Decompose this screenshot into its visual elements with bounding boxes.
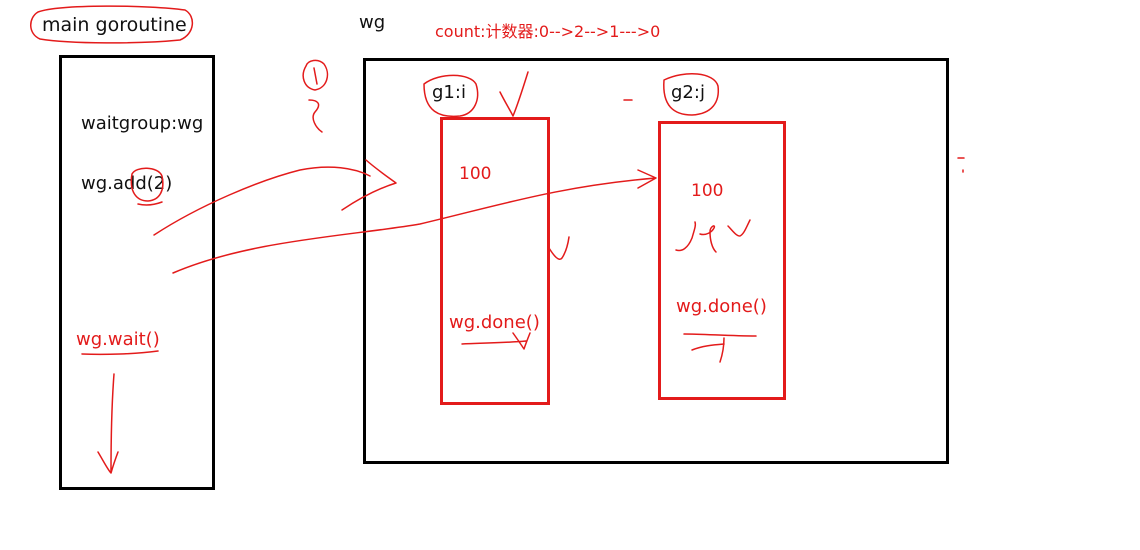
main-goroutine-title: main goroutine (42, 14, 187, 36)
stroke-mark-2 (957, 157, 965, 173)
g2-done-call: wg.done() (676, 296, 767, 317)
g1-label: g1:i (432, 82, 466, 103)
counter-note: count:计数器:0-->2-->1--->0 (435, 22, 661, 41)
wg-title: wg (359, 12, 386, 33)
scribble-two (302, 59, 329, 133)
waitgroup-declaration: waitgroup:wg (81, 113, 204, 134)
g1-box (440, 117, 550, 405)
g2-label: g2:j (671, 82, 705, 103)
g2-box (658, 121, 786, 400)
g1-value: 100 (459, 164, 492, 184)
g1-done-call: wg.done() (449, 312, 540, 333)
wg-wait-call: wg.wait() (76, 329, 160, 350)
g2-value: 100 (691, 181, 724, 201)
wg-add-call: wg.add(2) (81, 173, 173, 194)
